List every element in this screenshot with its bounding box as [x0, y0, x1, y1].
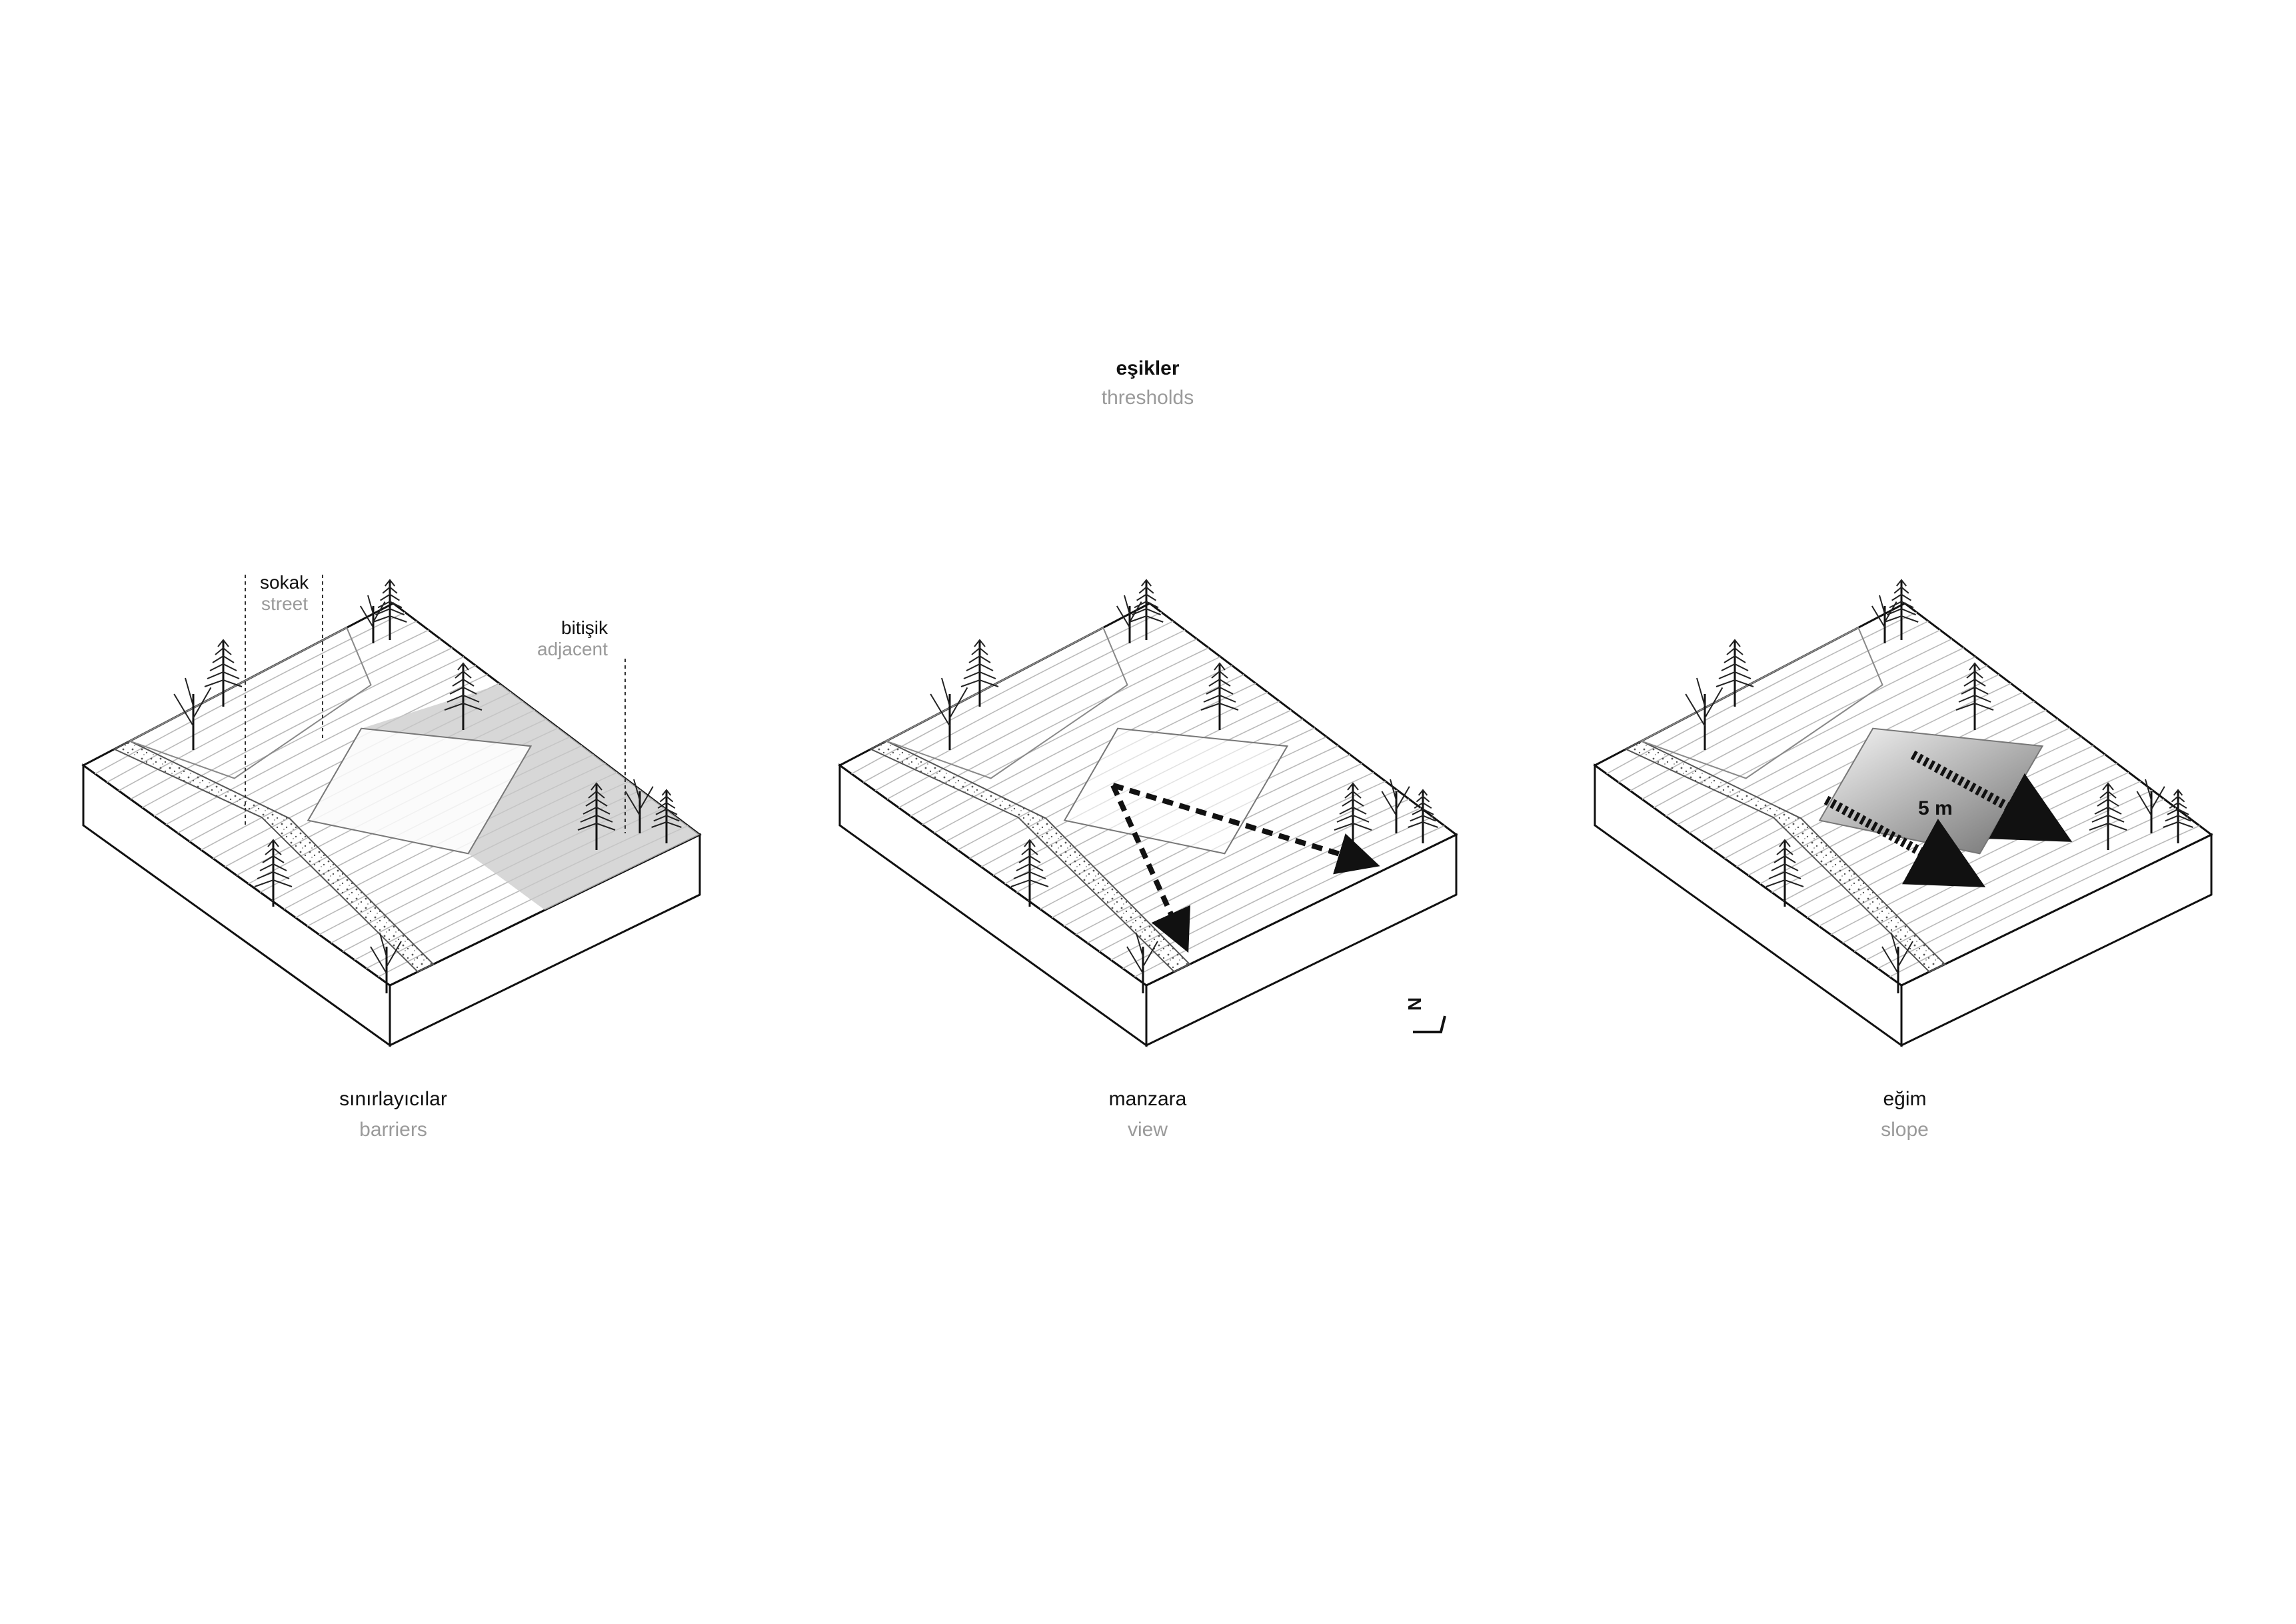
caption-view-en: view	[1127, 1119, 1168, 1141]
caption-slope-en: slope	[1881, 1119, 1929, 1141]
tree-icon	[651, 789, 682, 843]
caption-view: manzara	[1108, 1088, 1187, 1110]
terrain-block-view	[838, 579, 1458, 1047]
diagram-subtitle: thresholds	[1101, 387, 1194, 409]
tree-icon	[1716, 639, 1754, 707]
caption-barriers-en: barriers	[359, 1119, 427, 1141]
tree-icon	[1116, 595, 1142, 643]
tree-icon	[370, 933, 402, 993]
tree-icon	[1884, 579, 1919, 640]
street-label: sokak	[260, 572, 309, 593]
tree-icon	[1126, 933, 1158, 993]
tree-icon	[373, 579, 407, 640]
upper-street-edge	[1640, 627, 1883, 779]
tree-icon	[930, 677, 968, 750]
slope-arrow-upper	[1910, 750, 2073, 842]
tree-icon	[173, 677, 212, 750]
slope-arrow-lower	[1823, 795, 1986, 887]
tree-icon	[1129, 579, 1164, 640]
tree-icon	[1685, 677, 1723, 750]
tree-icon	[2089, 782, 2127, 850]
upper-street-edge	[128, 627, 372, 779]
tree-icon	[1381, 779, 1410, 833]
street-label-en: street	[261, 593, 309, 614]
north-arrow-label: N	[1404, 997, 1426, 1011]
tree-icon	[1881, 933, 1913, 993]
slope-dimension-label: 5 m	[1918, 797, 1953, 819]
tree-icon	[1765, 839, 1804, 907]
caption-barriers: sınırlayıcılar	[339, 1088, 447, 1110]
tree-icon	[1871, 595, 1897, 643]
tree-icon	[624, 779, 654, 833]
terrain-block-barriers	[81, 575, 702, 1047]
adjacent-label: bitişik	[561, 617, 608, 638]
plot-area	[307, 727, 533, 855]
view-arrow-east	[1112, 783, 1380, 875]
upper-street-edge	[884, 627, 1128, 779]
tree-icon	[577, 782, 616, 850]
tree-icon	[204, 639, 243, 707]
tree-icon	[1334, 782, 1372, 850]
tree-icon	[1200, 662, 1239, 730]
caption-slope: eğim	[1883, 1088, 1927, 1110]
tree-icon	[254, 839, 293, 907]
adjacent-zone	[361, 684, 700, 910]
terrain-block-slope	[1593, 579, 2213, 1047]
tree-icon	[444, 662, 483, 730]
tree-icon	[1408, 789, 1438, 843]
north-arrow-icon	[1413, 1015, 1446, 1033]
tree-icon	[359, 595, 386, 643]
diagram-title: eşikler	[1116, 357, 1180, 379]
view-arrow-south	[1110, 784, 1191, 953]
adjacent-label-en: adjacent	[537, 639, 608, 659]
tree-icon	[1010, 839, 1049, 907]
tree-icon	[2163, 789, 2193, 843]
tree-icon	[2136, 779, 2165, 833]
tree-icon	[1955, 662, 1994, 730]
tree-icon	[960, 639, 999, 707]
